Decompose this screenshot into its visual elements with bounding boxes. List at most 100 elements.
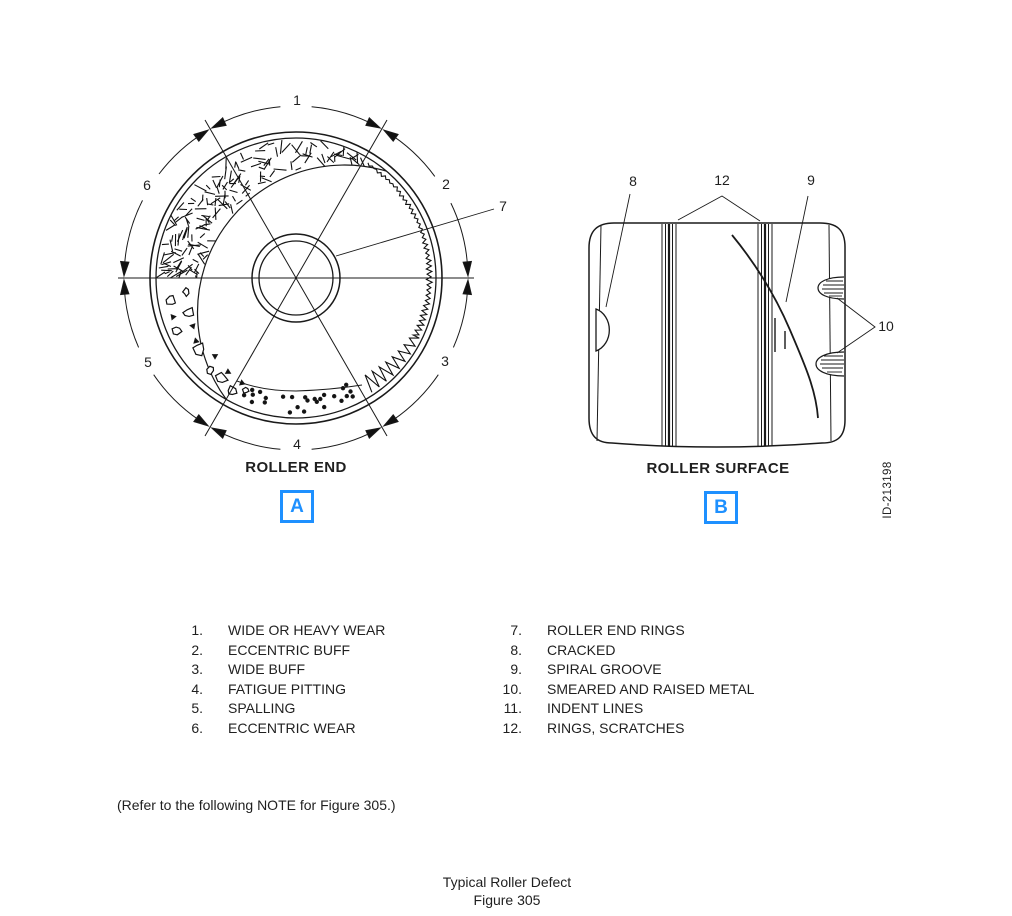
ring-scratch-band-left (661, 224, 677, 446)
legend-item: 10.SMEARED AND RAISED METAL (488, 680, 755, 700)
hatch-stroke (316, 157, 327, 168)
hatch-stroke (202, 254, 209, 260)
hatch-stroke (258, 142, 269, 150)
hatch-stroke (334, 148, 346, 158)
ring-scratch-band-right (757, 224, 773, 446)
hatch-stroke (238, 169, 246, 172)
legend-item: 2.ECCENTRIC BUFF (169, 641, 385, 661)
arc-arrowhead (210, 427, 227, 440)
legend-item: 8.CRACKED (488, 641, 754, 661)
roller-body (588, 222, 846, 448)
arc-arrowhead (193, 413, 210, 427)
hatch-stroke (181, 263, 193, 273)
hatch-stroke (199, 233, 206, 239)
arc-arrowhead (119, 260, 130, 278)
figure-caption-number: Figure 305 (473, 891, 541, 908)
hatch-stroke (197, 250, 210, 255)
callout-9: 9 (807, 172, 815, 188)
spall-blob (165, 294, 177, 305)
legend-column-1: 1.WIDE OR HEAVY WEAR 2.ECCENTRIC BUFF 3.… (169, 621, 385, 738)
hatch-stroke (194, 268, 200, 274)
legend-item-label: WIDE BUFF (228, 661, 305, 677)
hatch-stroke (263, 157, 272, 170)
callout-8: 8 (629, 173, 637, 189)
roller-surface-title: ROLLER SURFACE (646, 460, 790, 477)
hatch-stroke (207, 203, 214, 206)
roller-end-title: ROLLER END (245, 459, 347, 476)
hatch-stroke (228, 170, 232, 183)
pitting-dot (262, 400, 267, 405)
callout-dimension-arcs (119, 106, 473, 450)
spall-speck (211, 354, 219, 360)
hatch-stroke (176, 229, 184, 242)
hatch-stroke (161, 261, 172, 266)
hatch-stroke (196, 226, 211, 231)
legend-item: 3.WIDE BUFF (169, 660, 385, 680)
hatch-stroke (156, 271, 166, 278)
hatch-stroke (224, 201, 231, 209)
hatch-stroke (202, 214, 213, 224)
roller-surface-diagram (588, 193, 876, 448)
hatch-stroke (170, 250, 181, 257)
pitting-dot (314, 399, 319, 404)
legend-item-label: SPIRAL GROOVE (547, 661, 662, 677)
hatch-stroke (173, 216, 179, 222)
hatch-stroke (269, 170, 276, 178)
legend-item-number: 10. (502, 680, 522, 697)
hatch-stroke (183, 228, 188, 239)
arc-arrowhead (365, 427, 382, 440)
hatch-stroke (232, 195, 236, 202)
hatch-stroke (175, 269, 188, 277)
hatch-stroke (263, 158, 270, 166)
spall-blob (206, 365, 215, 376)
hatch-stroke (257, 181, 266, 185)
callout-10: 10 (878, 318, 894, 334)
hatch-stroke (182, 226, 188, 238)
hatch-stroke (162, 253, 175, 264)
hatch-stroke (258, 166, 266, 170)
hatch-stroke (184, 208, 193, 217)
legend-item-number: 7. (510, 622, 522, 638)
hatch-stroke (349, 156, 353, 166)
legend-item: 6.ECCENTRIC WEAR (169, 719, 385, 739)
arc-arrowhead (365, 116, 382, 129)
legend-item: 4.FATIGUE PITTING (169, 680, 385, 700)
legend-item-label: SPALLING (228, 700, 296, 716)
legend-item-number: 9. (510, 661, 522, 677)
hatch-stroke (281, 142, 291, 153)
legend-item: 12.RINGS, SCRATCHES (488, 719, 754, 739)
hatch-stroke (351, 157, 360, 166)
right-end-contour (828, 224, 832, 442)
crack-mark (595, 308, 610, 352)
hatch-stroke (267, 142, 275, 146)
hatch-stroke (184, 216, 191, 224)
callout-10-leader (836, 297, 876, 354)
hatch-stroke (187, 225, 190, 238)
hatch-stroke (261, 177, 272, 183)
refer-note: (Refer to the following NOTE for Figure … (117, 797, 396, 813)
hatch-stroke (194, 184, 207, 192)
callout-2: 2 (442, 176, 450, 192)
arc-arrowhead (119, 278, 130, 296)
smeared-metal-bottom (815, 351, 845, 377)
hatch-stroke (214, 197, 217, 207)
callout-3: 3 (441, 353, 449, 369)
hatch-stroke (175, 261, 183, 273)
pitting-dot (318, 396, 323, 402)
hatch-stroke (196, 217, 205, 221)
pitting-dot (257, 389, 263, 395)
pitting-dot (295, 405, 300, 410)
hatch-stroke (273, 168, 287, 171)
hatch-stroke (192, 258, 199, 263)
hatch-stroke (304, 152, 312, 164)
hatch-stroke (195, 271, 198, 278)
pitting-dot (321, 392, 327, 398)
hatch-stroke (160, 252, 165, 265)
hatch-stroke (189, 277, 202, 278)
hatch-stroke (197, 199, 204, 207)
hatch-stroke (224, 166, 227, 180)
pitting-dot (350, 394, 355, 399)
spall-blob (192, 342, 205, 357)
hatch-stroke (295, 167, 302, 171)
hatch-stroke (171, 235, 174, 242)
